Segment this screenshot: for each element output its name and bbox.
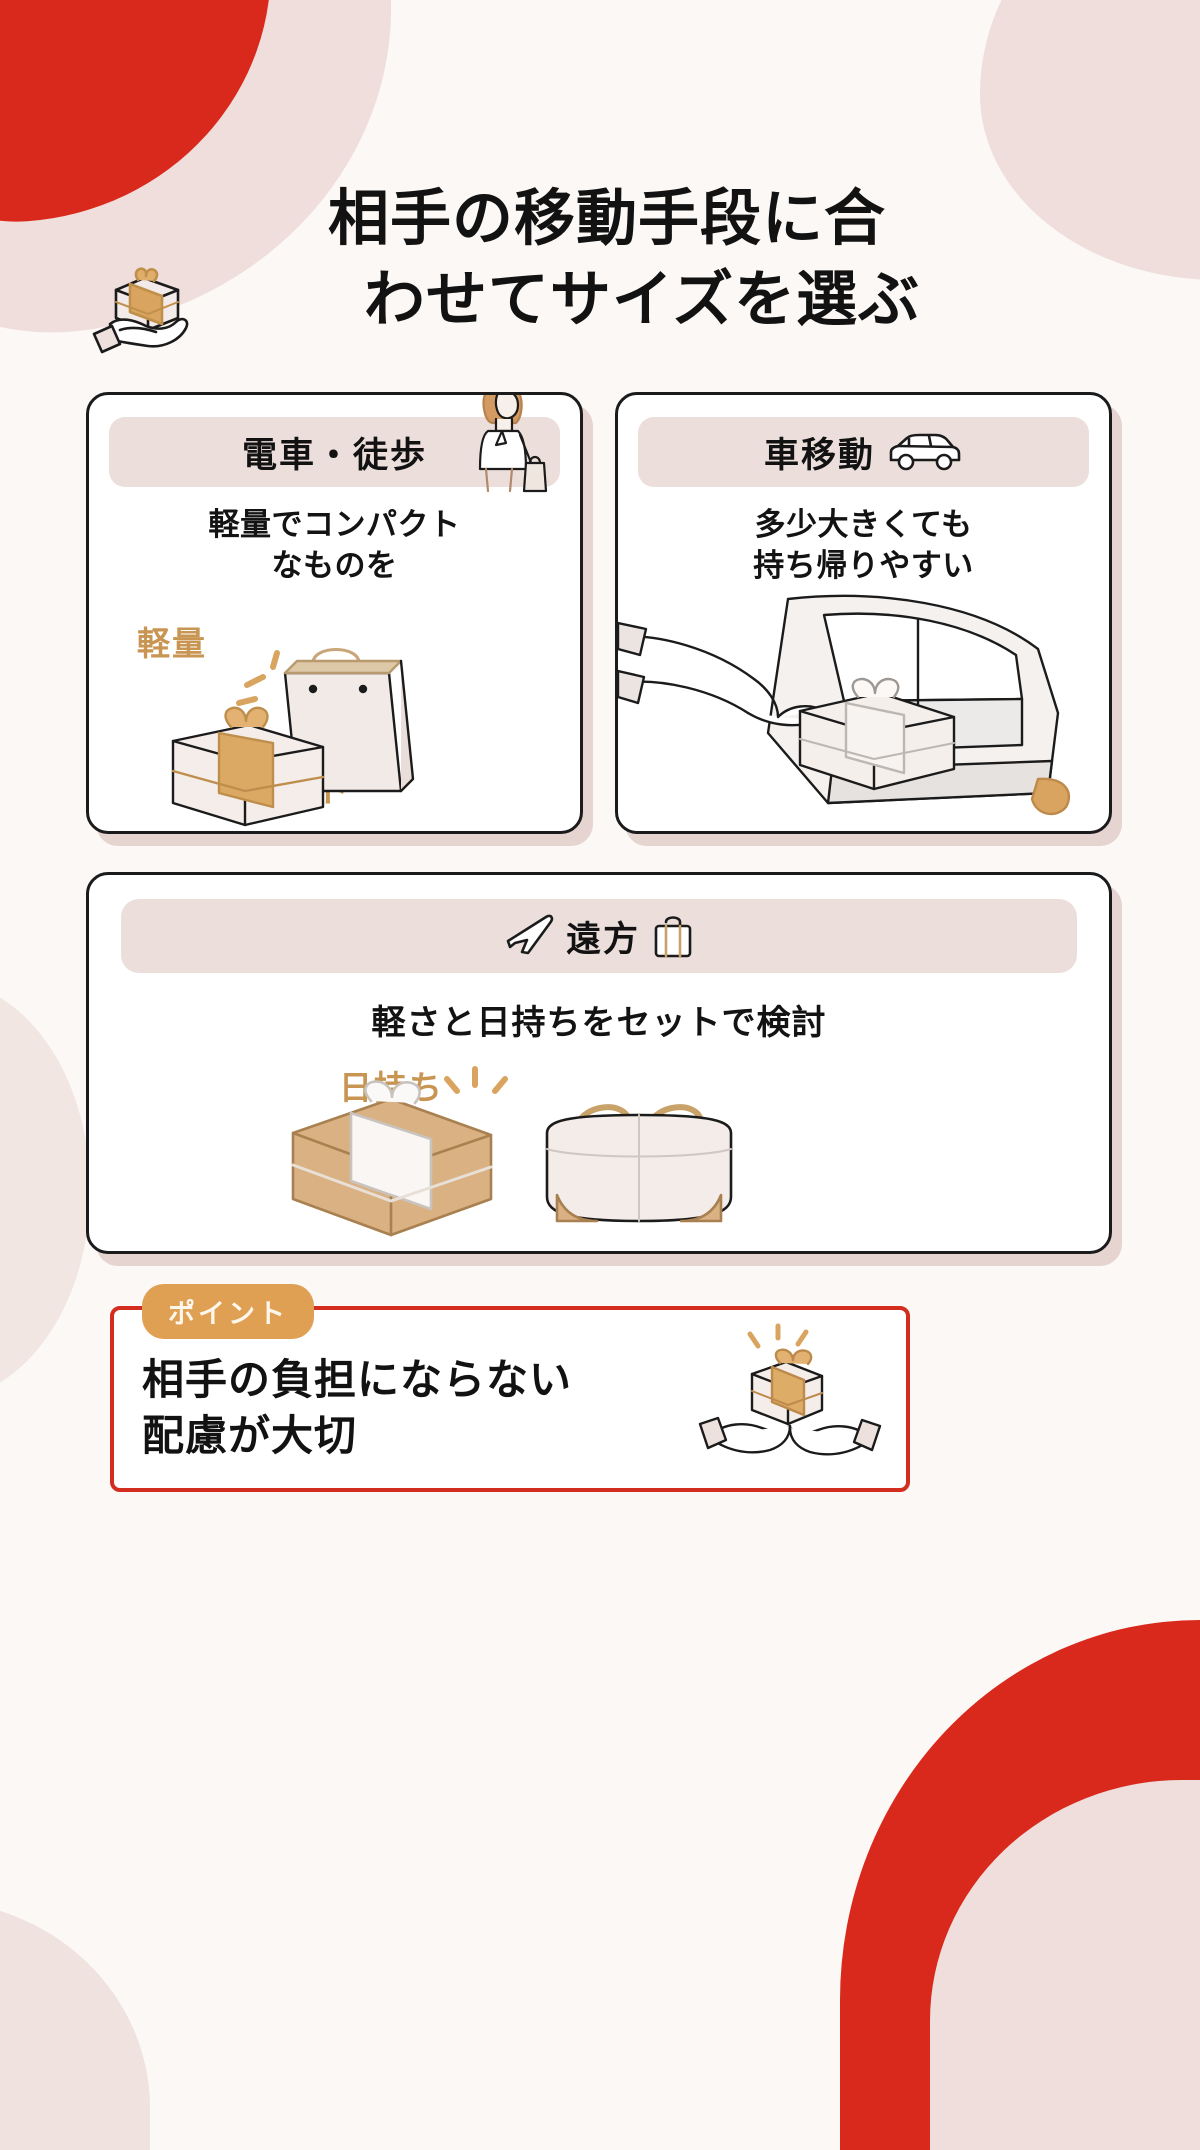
point-message-line-2: 配慮が大切 <box>142 1412 358 1460</box>
point-message-line-1: 相手の負担にならない <box>142 1356 573 1403</box>
tag-lightweight: 軽量 <box>137 625 207 662</box>
point-message: 相手の負担にならない 配慮が大切 <box>142 1352 572 1465</box>
card-car-chip: 車移動 <box>638 417 1089 487</box>
car-icon <box>885 430 963 474</box>
card-far-away-body: 軽さと日持ちをセットで検討 <box>371 1004 827 1042</box>
airplane-icon <box>502 909 556 963</box>
card-train-walk-artwork: 軽量 コンパクト <box>89 611 580 829</box>
card-far-away-label: 遠方 <box>565 919 640 959</box>
card-car-body: 多少大きくても 持ち帰りやすい <box>618 505 1109 587</box>
page-title: 相手の移動手段に合 わせてサイズを選ぶ <box>0 178 1200 354</box>
card-train-walk-body: 軽量でコンパクト なものを <box>89 505 580 587</box>
card-train-walk-chip: 電車・徒歩 <box>109 395 560 493</box>
suitcase-icon <box>650 912 696 960</box>
card-train-walk-label: 電車・徒歩 <box>241 435 427 475</box>
card-far-away[interactable]: 遠方 軽さと日持ちをセットで検討 日持ち <box>86 872 1112 1254</box>
gift-on-hand-icon <box>86 250 206 370</box>
card-car-artwork <box>618 593 1098 823</box>
card-train-walk-body-line-1: 軽量でコンパクト <box>208 507 461 542</box>
card-far-away-chip: 遠方 <box>121 899 1077 973</box>
page-title-line-2: わせてサイズを選ぶ <box>363 265 921 334</box>
hands-passing-gift-icon <box>698 1323 882 1478</box>
point-badge: ポイント <box>142 1284 314 1339</box>
card-train-walk[interactable]: 電車・徒歩 <box>86 392 583 834</box>
background-blob-middle-left-pink <box>0 980 90 1400</box>
background-blob-bottom-left-pink <box>0 1900 150 2150</box>
card-car-label: 車移動 <box>763 435 875 475</box>
card-car[interactable]: 車移動 多少大きくても 持ち帰りやすい <box>615 392 1112 834</box>
woman-with-bag-icon <box>468 395 564 493</box>
transport-cards-row: 電車・徒歩 <box>86 392 1112 834</box>
background-blob-bottom-right-red <box>840 1620 1200 2150</box>
background-blob-bottom-right-pink <box>930 1780 1200 2150</box>
card-car-body-line-1: 多少大きくても <box>754 507 973 542</box>
card-train-walk-body-line-2: なものを <box>271 547 398 583</box>
page-title-line-1: 相手の移動手段に合 <box>327 184 886 252</box>
card-car-body-line-2: 持ち帰りやすい <box>753 547 974 583</box>
point-callout-box: ポイント 相手の負担にならない 配慮が大切 <box>110 1284 910 1492</box>
